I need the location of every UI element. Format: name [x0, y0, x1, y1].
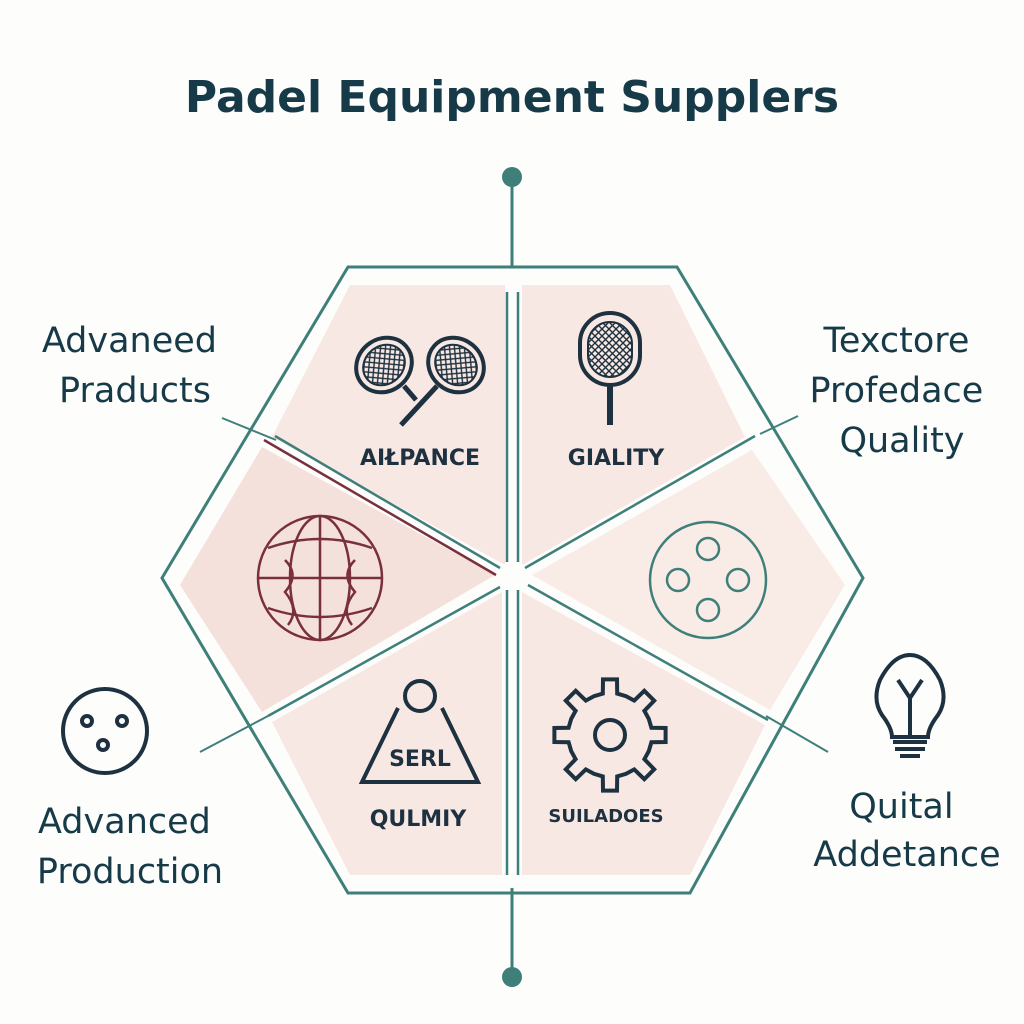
label-top-right: Texctore Profedace Quality	[810, 321, 995, 461]
badge-label: SERL	[389, 747, 451, 772]
hexagon-outline	[160, 265, 865, 895]
segment-label-bottom-right: SUILADOES	[548, 806, 663, 827]
bottom-connector	[502, 888, 522, 987]
top-connector	[502, 167, 522, 268]
padel-racket-icon	[578, 311, 642, 425]
left-segment-divider	[263, 438, 497, 577]
gear-icon	[552, 677, 668, 793]
lightbulb-icon	[874, 652, 946, 758]
label-top-left: Advaneed Praducts	[42, 321, 228, 411]
label-bottom-left: Advanced Production	[37, 802, 223, 892]
ball-dots-icon	[648, 520, 768, 640]
padel-rackets-icon	[354, 335, 486, 427]
hexagon-segments	[180, 285, 845, 875]
segment-label-top-left: AIŁPANCE	[360, 446, 480, 471]
segment-left	[180, 447, 495, 712]
diagram-title: Padel Equipment Supplers	[185, 72, 839, 123]
circle-dots-icon	[61, 687, 149, 775]
segment-label-bottom-left: QULMIY	[370, 807, 468, 832]
label-bottom-right: Quital Addetance	[813, 787, 1000, 875]
globe-icon	[256, 514, 384, 642]
segment-label-top-right: GIALITY	[568, 446, 665, 471]
weight-badge-icon	[358, 679, 482, 784]
segment-bottom-right	[522, 592, 765, 875]
segment-top-right	[522, 285, 745, 565]
segment-dividers	[267, 292, 769, 875]
leader-lines	[199, 415, 829, 753]
